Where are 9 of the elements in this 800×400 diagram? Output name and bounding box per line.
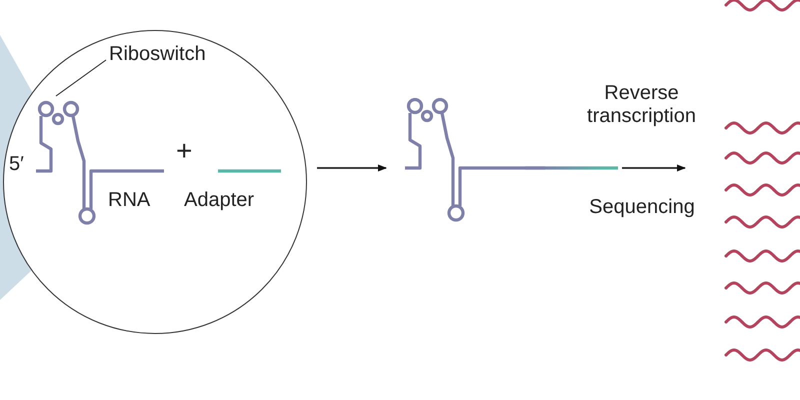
step-label: Sequencing [588, 196, 696, 219]
leader-line [56, 60, 106, 96]
part-label: Adapter [184, 189, 254, 212]
plus-sign: + [176, 135, 192, 168]
part-label: RNA [108, 189, 150, 212]
prime-end-label: 5′ [9, 153, 24, 176]
part-label: Riboswitch [109, 43, 209, 67]
arrow [317, 164, 387, 172]
arrow [622, 164, 686, 172]
